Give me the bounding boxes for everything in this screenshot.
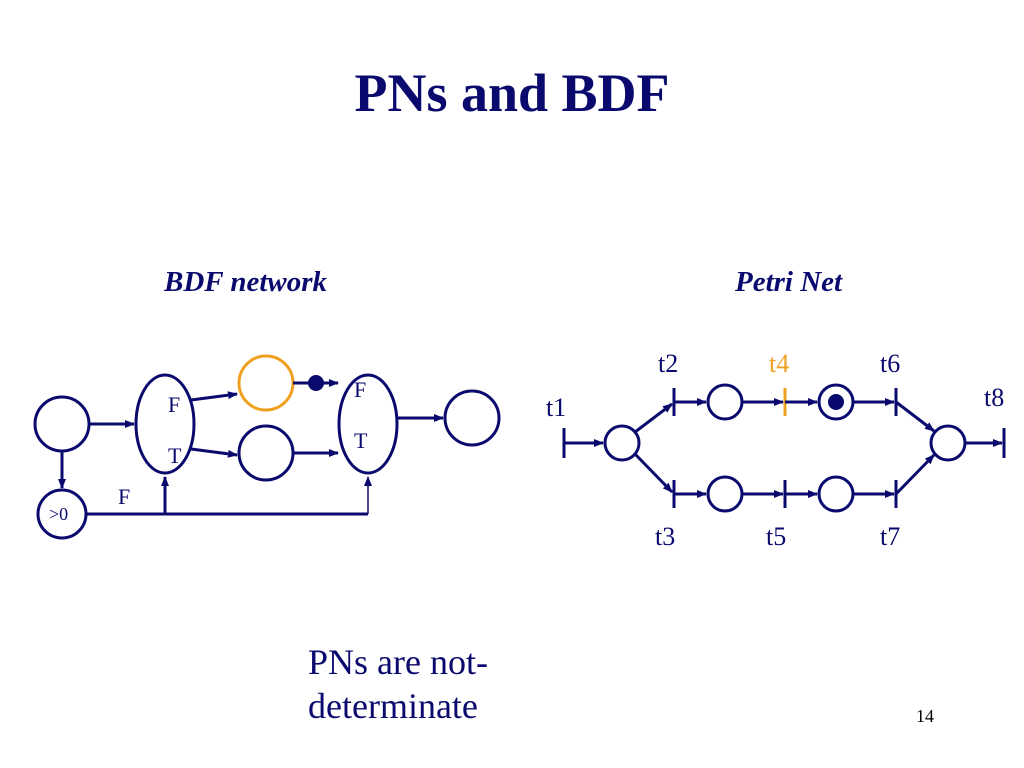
- counter-label: >0: [49, 504, 68, 524]
- arc-p1-t2: [634, 402, 673, 434]
- label-t6: t6: [880, 349, 900, 378]
- bdf-token: [308, 375, 324, 391]
- bdf-caption: BDF network: [164, 266, 328, 298]
- place-p5: [817, 475, 855, 513]
- arc-switch-t: [190, 447, 238, 458]
- conclusion-note: PNs are not- determinate: [308, 640, 488, 728]
- place-p4: [706, 475, 744, 513]
- source-node: [33, 395, 91, 453]
- select-f-label: F: [354, 377, 366, 402]
- place-p1: [603, 424, 641, 462]
- place-p2: [706, 383, 744, 421]
- control-f-label: F: [118, 484, 130, 509]
- select-node: [337, 373, 399, 475]
- switch-f-label: F: [168, 392, 180, 417]
- switch-node: [134, 373, 196, 475]
- slide-title: PNs and BDF: [354, 63, 670, 123]
- petri-caption: Petri Net: [735, 266, 843, 298]
- arc-t6-p6: [895, 400, 935, 433]
- place-p6: [929, 424, 967, 462]
- label-t2: t2: [658, 349, 678, 378]
- arc-switch-f: [190, 391, 238, 402]
- label-t4: t4: [769, 349, 789, 378]
- label-t3: t3: [655, 522, 675, 551]
- petri-net: [562, 383, 1006, 513]
- note-line-1: PNs are not-: [308, 642, 488, 682]
- select-t-label: T: [354, 428, 368, 453]
- sink-node: [443, 389, 501, 447]
- f-branch-node: [237, 354, 295, 412]
- arc-t7-p6: [894, 453, 936, 496]
- note-line-2: determinate: [308, 686, 478, 726]
- page-number: 14: [916, 706, 934, 726]
- t-branch-node: [237, 424, 295, 482]
- arc-p1-t3: [633, 452, 674, 494]
- switch-t-label: T: [168, 443, 182, 468]
- bdf-network: [33, 354, 501, 540]
- label-t5: t5: [766, 522, 786, 551]
- label-t7: t7: [880, 522, 900, 551]
- label-t8: t8: [984, 383, 1004, 412]
- label-t1: t1: [546, 393, 566, 422]
- petri-token: [828, 394, 844, 410]
